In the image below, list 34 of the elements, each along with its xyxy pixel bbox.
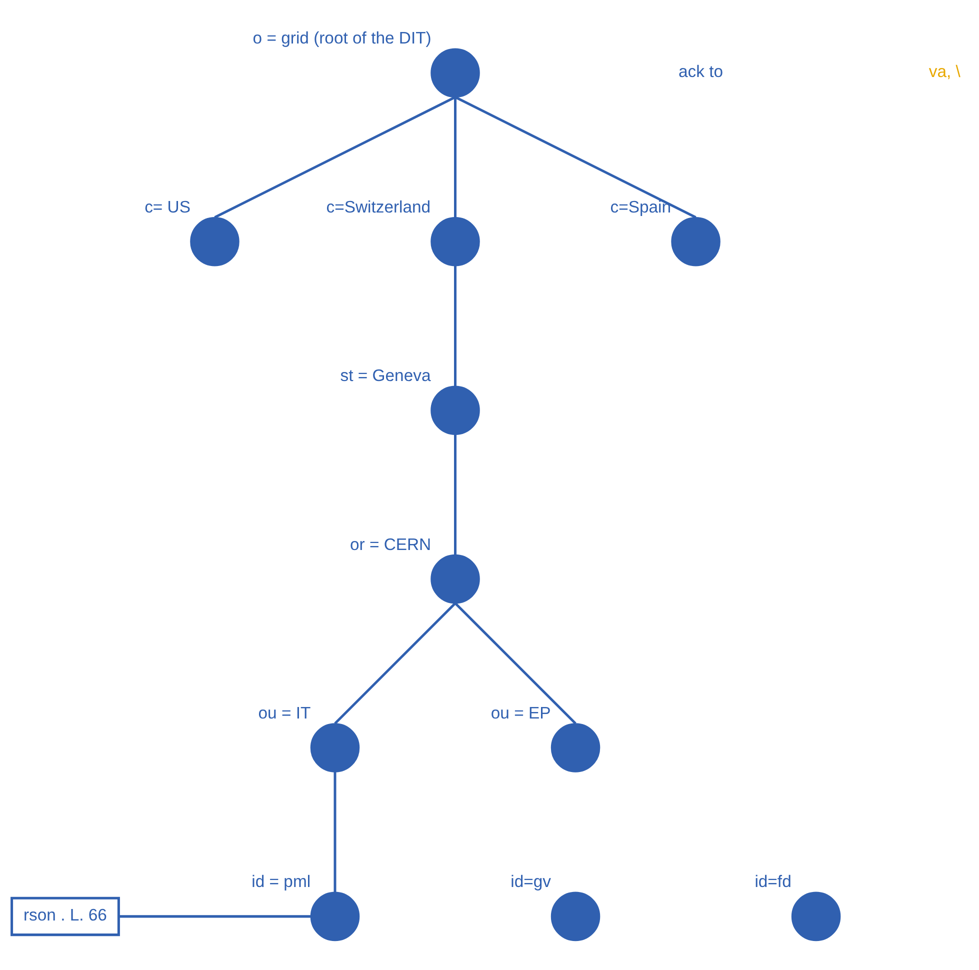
connector xyxy=(118,914,311,918)
node-circle xyxy=(430,554,480,604)
node-circle xyxy=(550,891,600,941)
node-circle xyxy=(430,216,480,266)
node-circle xyxy=(671,216,720,266)
node-label: st = Geneva xyxy=(340,366,431,385)
connector xyxy=(454,602,576,724)
node-label: id=gv xyxy=(510,872,552,891)
connector xyxy=(454,96,457,217)
node-circle xyxy=(190,216,240,266)
label: va, \ xyxy=(928,62,960,81)
node-circle xyxy=(430,48,480,98)
node-box: rson . L. 66 xyxy=(10,896,120,936)
node-circle xyxy=(791,891,841,941)
node-label: ou = EP xyxy=(490,703,551,722)
connector xyxy=(214,96,456,218)
node-circle xyxy=(550,722,600,772)
node-label: ou = IT xyxy=(258,703,311,722)
node-circle xyxy=(310,891,360,941)
node-label: c= US xyxy=(144,196,191,216)
connector xyxy=(334,602,456,724)
connector xyxy=(454,96,696,218)
node-label: c=Switzerland xyxy=(326,196,431,216)
node-label: o = grid (root of the DIT) xyxy=(252,28,432,48)
connector xyxy=(334,771,336,892)
connector xyxy=(454,265,457,386)
node-circle xyxy=(310,722,360,772)
node-circle xyxy=(430,385,480,434)
node-label: c=Spain xyxy=(610,196,672,216)
label: ack to xyxy=(678,62,724,81)
node-label: id=fd xyxy=(754,872,792,891)
node-label: or = CERN xyxy=(350,534,432,554)
connector xyxy=(454,434,457,554)
node-label: id = pml xyxy=(252,872,311,891)
